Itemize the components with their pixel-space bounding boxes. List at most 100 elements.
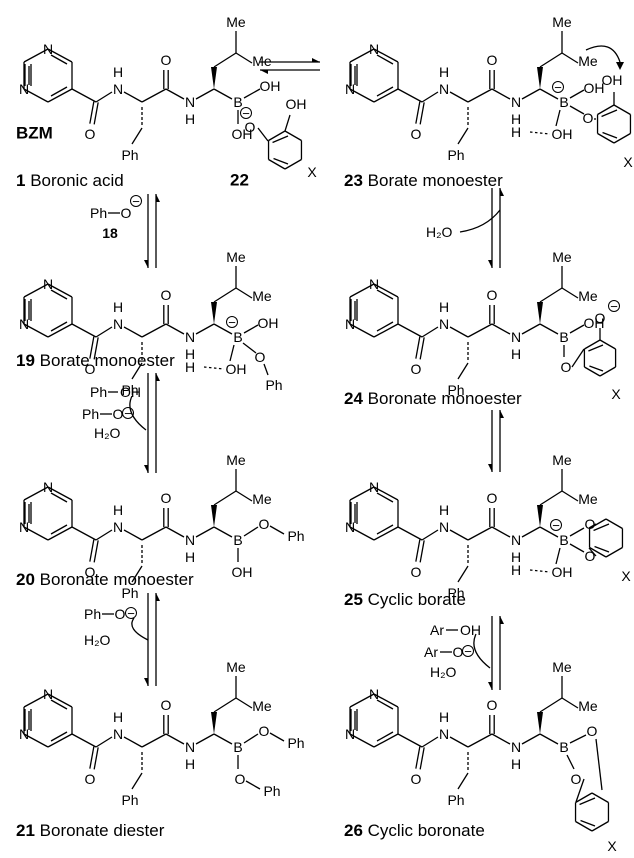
bond: [561, 697, 579, 709]
amide-n: N: [113, 726, 123, 742]
bond: [569, 89, 585, 99]
methyl-me: Me: [552, 659, 572, 675]
bond: [569, 105, 585, 115]
methyl-me: Me: [578, 491, 598, 507]
ring-o: O: [585, 548, 596, 564]
bond: [349, 323, 375, 338]
bond: [415, 336, 421, 359]
compound-caption: 21 Boronate diester: [16, 821, 165, 840]
benzyl-ph: Ph: [121, 382, 138, 398]
arrowhead: [500, 410, 504, 418]
bond: [213, 287, 237, 303]
bond: [457, 127, 469, 145]
carbonyl-o: O: [487, 52, 498, 68]
bond: [47, 526, 73, 541]
pyrazine-n: N: [369, 41, 379, 57]
pyrazine-n: N: [345, 316, 355, 332]
hydroxyl: OH: [584, 80, 605, 96]
bond: [203, 366, 225, 370]
pyrazine-n: N: [345, 519, 355, 535]
bond: [93, 102, 99, 125]
wedge-bond: [211, 302, 217, 324]
byproduct-water: H₂O: [94, 425, 121, 441]
bond: [195, 526, 215, 538]
bond: [467, 88, 493, 103]
bond: [257, 127, 269, 142]
amide-n: N: [511, 329, 521, 345]
wedge-bond: [537, 712, 543, 734]
compound-caption-text: 25 Cyclic borate: [344, 590, 466, 609]
methyl-me: Me: [226, 659, 246, 675]
methyl-me: Me: [252, 491, 272, 507]
bond: [588, 523, 597, 529]
compound-caption: 25 Cyclic borate: [344, 590, 466, 609]
bond: [376, 289, 394, 300]
bond: [235, 697, 253, 709]
carbonyl-o: O: [487, 490, 498, 506]
bond: [599, 339, 616, 350]
bond: [71, 323, 97, 338]
amide-h: H: [511, 111, 521, 127]
bond: [421, 91, 439, 103]
amide-h: H: [439, 709, 449, 725]
bond: [575, 778, 585, 803]
amide-n: N: [439, 726, 449, 742]
bond: [95, 326, 113, 338]
compound-name: Borate monoester: [363, 171, 503, 190]
compound-number: 19: [16, 351, 35, 370]
bond: [165, 323, 185, 335]
benzyl-ph: Ph: [447, 382, 464, 398]
bond: [165, 88, 185, 100]
benzyl-ph: Ph: [121, 585, 138, 601]
methyl-me: Me: [552, 14, 572, 30]
amide-n: N: [185, 739, 195, 755]
bond: [467, 526, 493, 541]
bond: [521, 323, 541, 335]
bond: [575, 820, 593, 832]
bond: [269, 732, 285, 742]
bond: [491, 323, 511, 335]
bond: [268, 130, 286, 142]
reagent-ph: Ph: [90, 205, 107, 221]
bond: [89, 746, 95, 769]
reagent-ar: Ar: [430, 622, 444, 638]
bond: [243, 88, 261, 99]
catechol-number: 22: [230, 171, 249, 190]
bond: [555, 547, 561, 565]
negative-charge: −: [610, 299, 618, 314]
benzyl-ph: Ph: [447, 585, 464, 601]
bond: [419, 747, 425, 770]
bond: [243, 526, 259, 537]
bond: [373, 323, 399, 338]
compound-name: Boronate monoester: [363, 389, 522, 408]
bond: [213, 88, 233, 100]
bond: [243, 324, 259, 334]
compound-number: 26: [344, 821, 363, 840]
bond: [272, 135, 289, 144]
carbonyl-o: O: [161, 697, 172, 713]
byproduct-water: H₂O: [84, 632, 111, 648]
compound-caption: 20 Boronate monoester: [16, 570, 194, 589]
bond: [23, 48, 49, 63]
arrowhead: [156, 373, 160, 381]
ring-o: O: [571, 771, 582, 787]
bond: [50, 289, 68, 300]
phenyl: Ph: [263, 783, 280, 799]
amide-n: N: [113, 519, 123, 535]
bond: [539, 490, 563, 506]
pyrazine-n: N: [369, 686, 379, 702]
bond: [93, 540, 99, 563]
amide-n: N: [113, 316, 123, 332]
compound-caption-text: 19 Borate monoester: [16, 351, 175, 370]
bond: [449, 736, 469, 748]
bond: [47, 733, 73, 748]
bond: [569, 527, 585, 537]
bond: [539, 526, 559, 538]
bond: [419, 540, 425, 563]
phenoxide-o: O: [595, 310, 606, 326]
